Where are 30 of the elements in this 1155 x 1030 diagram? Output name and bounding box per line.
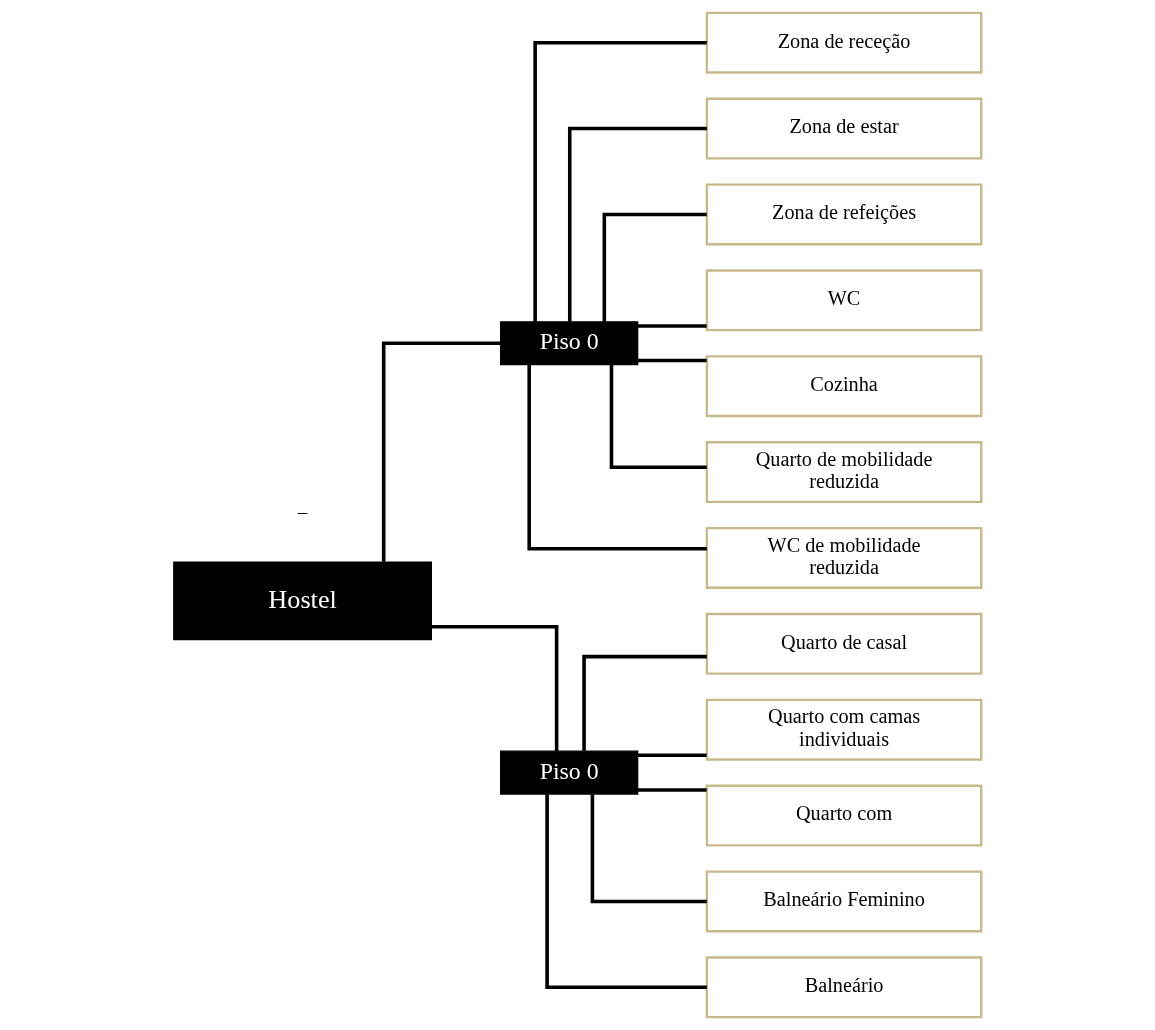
- connector: [637, 753, 707, 758]
- connector: [637, 324, 707, 328]
- node-box: Piso 0: [499, 321, 639, 366]
- connector: [431, 625, 559, 752]
- node-box: Zona de refeições: [705, 183, 983, 246]
- node-box: Hostel: [173, 561, 432, 641]
- connector: [590, 794, 707, 904]
- connector: [637, 358, 707, 363]
- node-box: WC: [705, 269, 983, 332]
- node-box: Quarto com camas individuais: [705, 698, 983, 761]
- node-box: Piso 0: [499, 750, 639, 795]
- connector: [609, 364, 707, 470]
- node-box: WC de mobilidade reduzida: [705, 526, 983, 589]
- connector: [582, 654, 707, 751]
- node-box: Quarto de mobilidade reduzida: [705, 441, 983, 504]
- node-box: Zona de receção: [705, 11, 983, 74]
- connector: [602, 212, 707, 322]
- connector: [567, 126, 707, 322]
- node-box: Zona de estar: [705, 97, 983, 160]
- connector: [381, 341, 501, 562]
- connector: [533, 40, 707, 322]
- node-box: Quarto com: [705, 784, 983, 847]
- label: –: [297, 501, 308, 523]
- connector: [637, 788, 707, 792]
- node-box: Quarto de casal: [705, 612, 983, 675]
- node-box: Cozinha: [705, 355, 983, 418]
- connector: [545, 794, 707, 990]
- node-box: Balneário: [705, 956, 983, 1019]
- node-box: Balneário Feminino: [705, 870, 983, 933]
- connector: [527, 364, 707, 551]
